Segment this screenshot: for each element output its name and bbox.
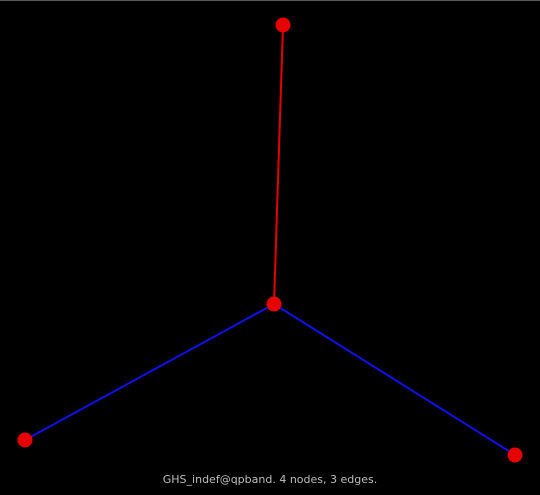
edge-n0-n1	[273, 24, 284, 305]
top-divider	[0, 0, 540, 1]
edge-n1-n2	[24, 303, 275, 441]
node-n0	[275, 17, 291, 33]
node-n3	[507, 447, 523, 463]
nodes-layer	[17, 17, 523, 463]
graph-caption: GHS_indef@qpband. 4 nodes, 3 edges.	[162, 473, 378, 486]
edge-n1-n3	[273, 303, 516, 456]
edges-layer	[24, 24, 516, 456]
node-n2	[17, 432, 33, 448]
node-n1	[266, 296, 282, 312]
